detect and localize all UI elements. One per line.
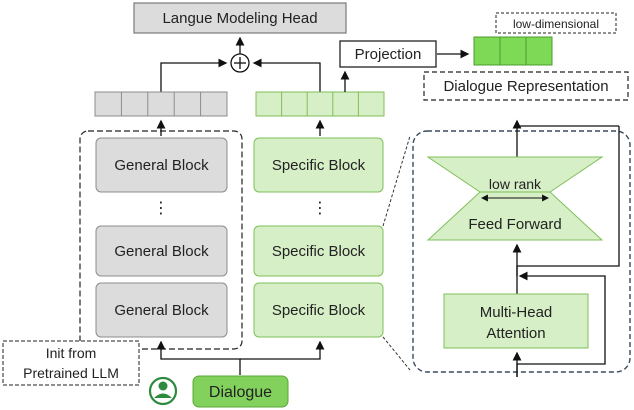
zoom-connector-top [382, 135, 411, 227]
general-block-middle-label: General Block [114, 243, 209, 260]
projection-label: Projection [355, 46, 422, 63]
dialogue-input: Dialogue [192, 375, 289, 408]
lm-head-box: Langue Modeling Head [133, 2, 347, 34]
init-from-pretrained-note: Init from Pretrained LLM [2, 340, 140, 386]
low-rank-label: low rank [489, 176, 542, 192]
general-block-bottom: General Block [95, 282, 228, 338]
low-dimensional-label: low-dimensional [513, 17, 599, 31]
dialogue-representation-label: Dialogue Representation [443, 78, 608, 95]
specific-block-detail-frame [412, 130, 631, 373]
dialogue-representation-vector [473, 36, 553, 66]
specific-block-top: Specific Block [253, 137, 384, 193]
input-to-specific-arrow [240, 340, 325, 360]
init-note-line1: Init from [46, 345, 97, 361]
multi-head-attention: Multi-Head Attention [443, 293, 589, 349]
general-block-middle: General Block [95, 225, 228, 277]
specific-hidden-vector [255, 91, 385, 117]
general-hidden-vector [94, 91, 228, 117]
mha-label-line2: Attention [486, 325, 545, 342]
general-block-top: General Block [95, 137, 228, 193]
general-ellipsis: ⋮ [153, 200, 169, 217]
input-to-general-arrow [156, 340, 241, 375]
specific-block-top-label: Specific Block [272, 157, 366, 174]
dialogue-input-label: Dialogue [209, 384, 272, 401]
specific-block-middle-label: Specific Block [272, 243, 366, 260]
specific-block-bottom: Specific Block [253, 282, 384, 338]
lm-head-label: Langue Modeling Head [162, 10, 317, 27]
init-note-line2: Pretrained LLM [23, 365, 119, 381]
mha-label-line1: Multi-Head [480, 304, 553, 321]
low-rank-feed-forward: low rank Feed Forward [426, 156, 604, 241]
dialogue-representation-box: Dialogue Representation [423, 71, 629, 101]
general-block-bottom-label: General Block [114, 302, 209, 319]
specific-block-bottom-label: Specific Block [272, 302, 366, 319]
sum-node-icon [230, 53, 250, 73]
feed-forward-label: Feed Forward [468, 216, 561, 233]
projection-box: Projection [339, 40, 437, 68]
specific-block-middle: Specific Block [253, 225, 384, 277]
zoom-connector-bottom [382, 336, 411, 371]
user-icon [148, 376, 178, 406]
general-block-top-label: General Block [114, 157, 209, 174]
general-to-sum-arrow [160, 58, 228, 92]
specific-ellipsis: ⋮ [312, 200, 328, 217]
specific-to-sum-arrow [252, 58, 321, 92]
low-dimensional-tag: low-dimensional [495, 12, 617, 34]
